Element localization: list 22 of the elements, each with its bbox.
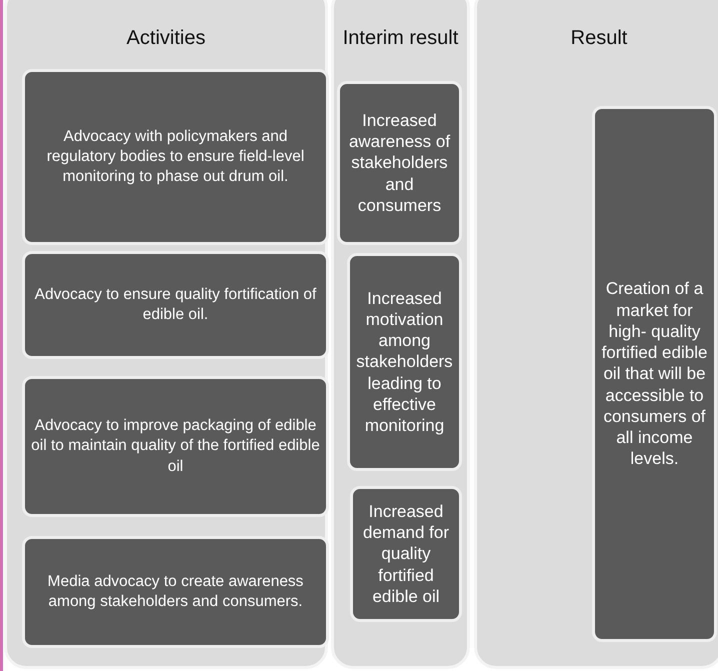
column-panel <box>331 0 470 669</box>
box-text: Advocacy to ensure quality fortification of edible oil. <box>34 284 318 325</box>
column-heading: Activities <box>126 27 206 50</box>
column-heading: Interim result <box>342 27 460 50</box>
text-box <box>22 376 329 517</box>
box-text: Advocacy with policymakers and regulatory bodies to ensure field-level monitoring to phase out drum oil. <box>46 126 306 188</box>
text-box <box>22 69 329 245</box>
text-box <box>337 81 462 245</box>
box-text: Media advocacy to create awareness among stakeholders and consumers. <box>46 572 304 612</box>
column-panel <box>4 0 328 669</box>
column-panel <box>474 0 718 669</box>
column-heading: Result <box>570 27 628 50</box>
text-box <box>592 106 717 642</box>
box-text: Increased demand for quality fortified edible oil <box>362 500 450 608</box>
box-text: Increased motivation among stakeholders leading to effective monitoring <box>355 288 454 436</box>
box-text: Advocacy to improve packaging of edible oil to maintain quality of the fortified edible oil <box>30 416 321 477</box>
text-box <box>347 253 462 471</box>
box-text: Creation of a market for high- quality fortified edible oil that will be accessible to consumers of all income levels. <box>600 278 708 470</box>
text-box <box>22 536 329 648</box>
box-text: Increased awareness of stakeholders and consumers <box>348 110 452 216</box>
text-box <box>22 251 329 359</box>
text-box <box>350 486 462 622</box>
